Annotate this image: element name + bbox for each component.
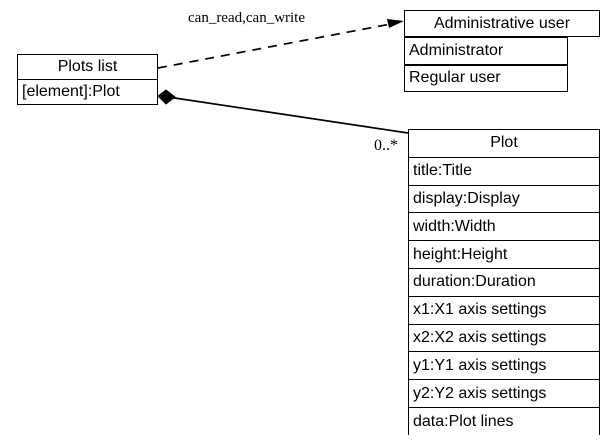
edge-label-dependency: can_read,can_write <box>188 10 306 26</box>
filled-diamond-icon <box>157 89 176 105</box>
class-attribute-row: height:Height <box>409 241 599 269</box>
dependency-line <box>157 22 397 69</box>
class-box-administrative-user[interactable]: Administrative user Administrator Regula… <box>404 10 600 93</box>
class-attribute-row: data:Plot lines <box>409 407 599 436</box>
class-attribute-row: [element]:Plot <box>18 79 157 105</box>
class-attribute-row: display:Display <box>409 185 599 214</box>
class-attribute-row: x1:X1 axis settings <box>409 296 599 325</box>
class-attribute-row: width:Width <box>409 213 599 242</box>
class-attribute-row: y2:Y2 axis settings <box>409 380 599 408</box>
edge-composition <box>157 89 409 134</box>
class-attribute-row: y1:Y1 axis settings <box>409 352 599 381</box>
class-box-plots-list[interactable]: Plots list [element]:Plot <box>17 54 158 105</box>
class-attribute-row: Regular user <box>404 64 568 93</box>
edge-label-multiplicity: 0..* <box>374 137 398 154</box>
class-attribute-row: duration:Duration <box>409 268 599 297</box>
class-title-plot: Plot <box>409 130 599 158</box>
class-title-administrative-user: Administrative user <box>404 10 600 38</box>
class-attribute-row: Administrator <box>404 37 568 65</box>
edge-dependency <box>157 19 404 69</box>
class-attribute-row: title:Title <box>409 157 599 186</box>
class-title-plots-list: Plots list <box>18 55 157 80</box>
class-box-plot[interactable]: Plot title:Title display:Display width:W… <box>408 129 600 436</box>
open-arrowhead-icon <box>387 19 404 28</box>
class-attribute-row: x2:X2 axis settings <box>409 324 599 353</box>
composition-line <box>167 96 409 134</box>
